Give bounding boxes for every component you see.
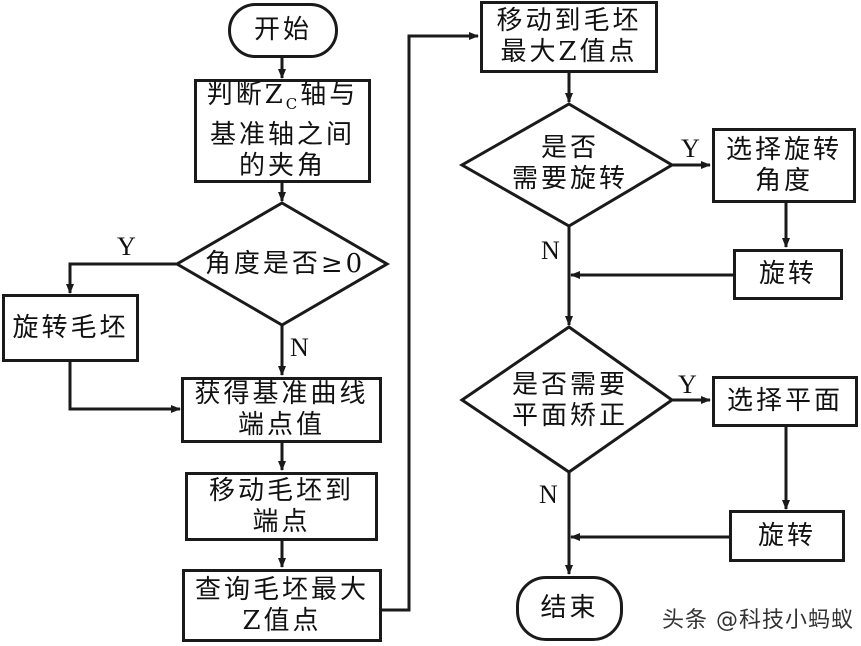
judge-angle-line3: 的夹角 — [238, 151, 326, 182]
query-max-z-box: 查询毛坯最大 Z值点 — [182, 569, 382, 642]
judge-angle-box: 判断ZC轴与 基准轴之间 的夹角 — [194, 79, 371, 183]
watermark: 头条 @科技小蚂蚁 — [662, 608, 854, 633]
select-angle-box: 选择旋转 角度 — [712, 128, 856, 203]
angle-decision-no-label: N — [290, 333, 309, 362]
start-label: 开始 — [253, 15, 312, 45]
judge-angle-line1: 判断ZC轴与 — [206, 79, 359, 114]
edge-decision-rotate-blank-yes — [66, 262, 177, 294]
need-plane-no-label: N — [539, 480, 558, 509]
edge-query-move-max-z — [381, 32, 479, 612]
edge-rotate-blank-endpoint — [68, 361, 181, 413]
move-blank-box: 移动毛坯到 端点 — [185, 472, 378, 541]
need-rotate-text: 是否 需要旋转 — [511, 133, 628, 194]
need-rotate-no-label: N — [541, 236, 560, 265]
get-endpoint-box: 获得基准曲线 端点值 — [181, 377, 382, 443]
angle-decision-yes-label: Y — [117, 232, 136, 261]
rotate-blank-box: 旋转毛坯 — [2, 294, 139, 362]
select-plane-box: 选择平面 — [712, 376, 858, 427]
need-plane-yes-label: Y — [678, 370, 697, 399]
judge-angle-line2: 基准轴之间 — [209, 120, 355, 151]
end-terminal: 结束 — [516, 576, 623, 641]
angle-decision-text: 角度是否≥0 — [204, 249, 366, 279]
start-terminal: 开始 — [228, 3, 338, 58]
need-plane-text: 是否需要 平面矫正 — [511, 370, 628, 431]
need-rotate-yes-label: Y — [681, 134, 700, 163]
rotate-1-box: 旋转 — [733, 249, 843, 300]
move-to-max-z-box: 移动到毛坯 最大Z值点 — [480, 1, 658, 73]
rotate-2-box: 旋转 — [729, 510, 845, 562]
